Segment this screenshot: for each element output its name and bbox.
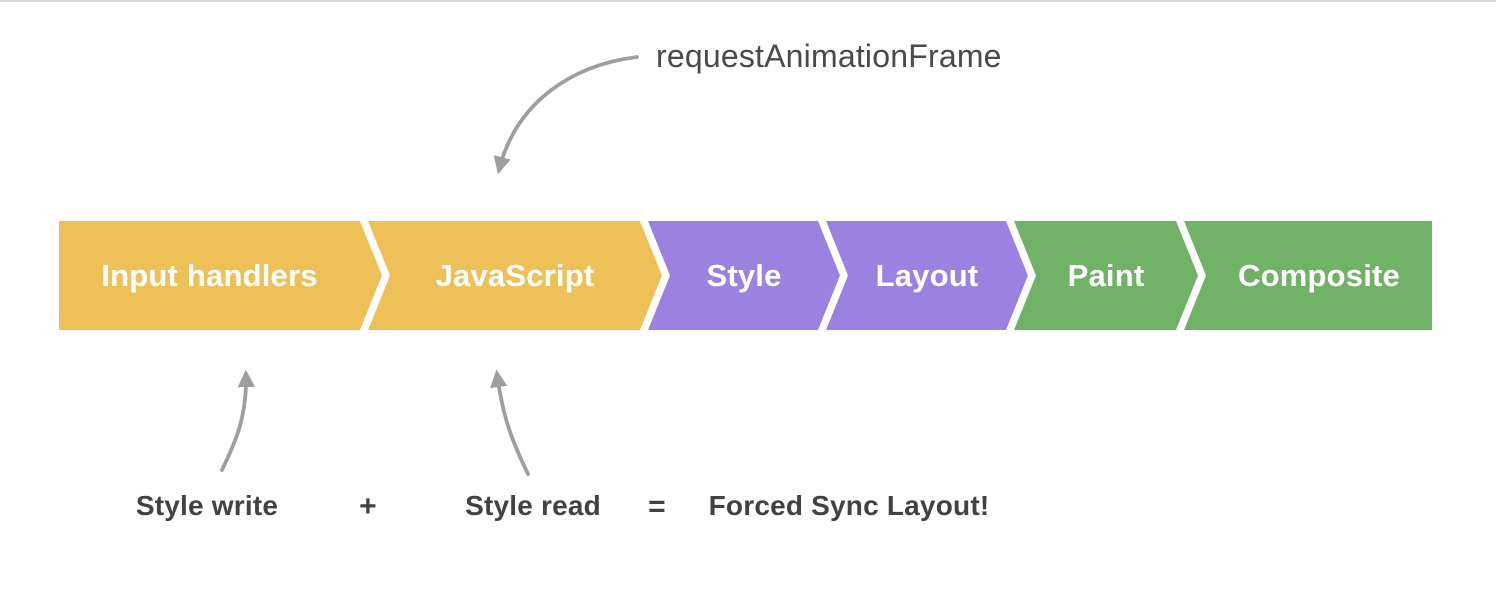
stage-chevron-composite: Composite (1184, 221, 1432, 330)
stage-chevron-paint: Paint (1014, 221, 1198, 330)
style-read-arrow (490, 369, 530, 476)
style-write-label: Style write (135, 490, 279, 521)
stage-chevron-input-handlers: Input handlers (59, 221, 382, 330)
forced-sync-layout-label: Forced Sync Layout! (708, 490, 990, 521)
raf-arrow (493, 55, 639, 175)
stage-label: Paint (1067, 257, 1145, 293)
stage-label: JavaScript (435, 257, 595, 293)
stage-chevron-layout: Layout (826, 221, 1028, 330)
plus-sign: + (359, 490, 377, 523)
pipeline-band: Input handlers JavaScript Style Layout Paint… (0, 221, 1496, 330)
stage-label: Layout (875, 257, 979, 293)
equals-sign: = (648, 490, 666, 523)
stage-label: Input handlers (101, 257, 318, 293)
stage-chevron-javascript: JavaScript (368, 221, 662, 330)
stage-chevron-style: Style (648, 221, 840, 330)
style-write-arrow (220, 369, 256, 472)
style-read-label: Style read (465, 490, 601, 521)
stage-label: Style (706, 257, 782, 293)
raf-callout-label: requestAnimationFrame (656, 38, 1002, 74)
stage-label: Composite (1238, 257, 1400, 293)
